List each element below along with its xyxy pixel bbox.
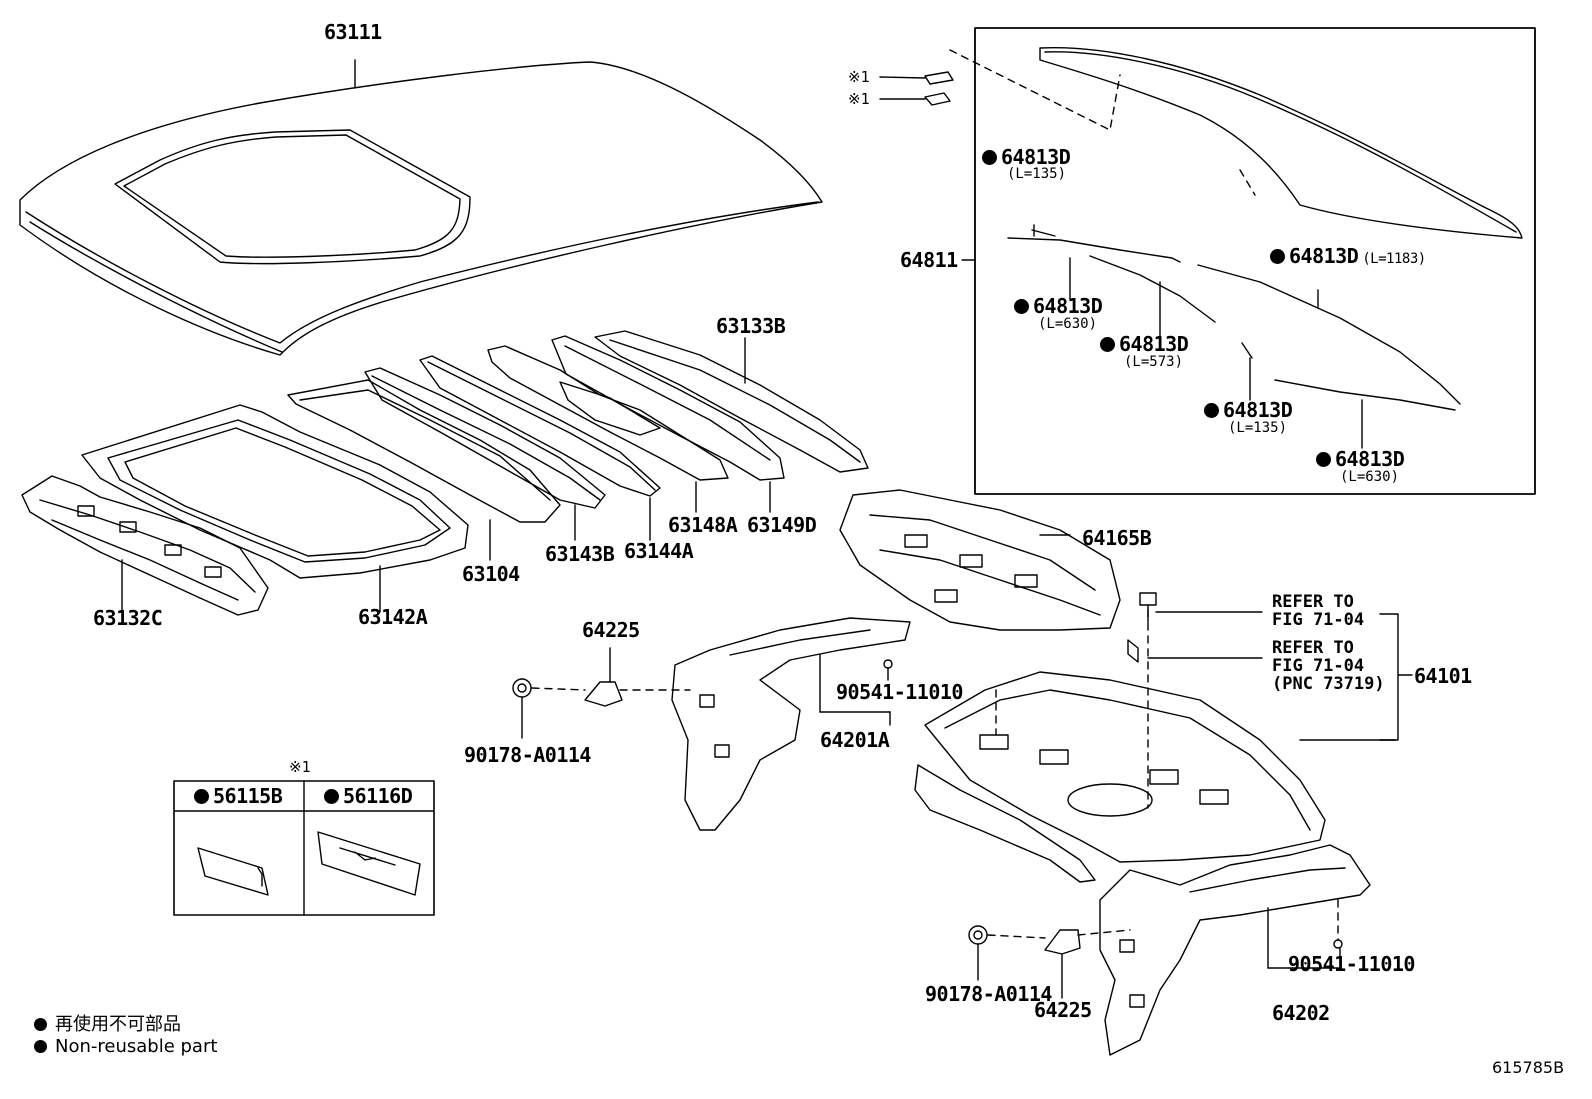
inset-col2-head: 56116D <box>324 786 413 806</box>
label-roof-bow-63144a: 63144A <box>624 539 694 563</box>
clip-note: ※1 <box>848 68 870 86</box>
inset-marker: ※1 <box>289 758 311 776</box>
non-reusable-dot-icon <box>34 1040 47 1053</box>
label-back-window: 64811 <box>900 248 958 272</box>
moulding-length: (L=573) <box>1124 354 1184 370</box>
bolt-and-clip <box>1127 592 1413 741</box>
back-window-inset <box>879 27 1536 495</box>
inset-col1-head: 56115B <box>194 786 283 806</box>
roof-panel <box>19 59 823 356</box>
figure-id: 615785B <box>1492 1058 1565 1077</box>
moulding-callout: 64813D <box>1014 296 1103 316</box>
moulding-length: (L=630) <box>1038 316 1098 332</box>
moulding-callout: 64813D <box>1204 400 1293 420</box>
rear-package-tray-panel <box>914 671 1396 883</box>
label-silencer: 64165B <box>1082 526 1152 550</box>
non-reusable-dot-icon <box>1204 403 1219 418</box>
non-reusable-dot-icon <box>324 789 339 804</box>
moulding-callout: 64813D <box>1316 449 1405 469</box>
legend-en: Non-reusable part <box>34 1036 217 1057</box>
clip-inset-table <box>173 780 435 916</box>
sunroof-reinforcement-frame <box>81 404 469 613</box>
label-upper-side-member: 64201A <box>820 728 890 752</box>
label-screw-lower: 90541-11010 <box>1288 952 1415 976</box>
label-roof-bow-63148a: 63148A <box>668 513 738 537</box>
leader-dashes <box>531 609 1339 941</box>
moulding-length: (L=630) <box>1340 469 1400 485</box>
moulding-length: (L=135) <box>1228 420 1288 436</box>
label-sunroof-frame: 63142A <box>358 605 428 629</box>
non-reusable-dot-icon <box>34 1018 47 1031</box>
label-bracket-upper: 64225 <box>582 618 640 642</box>
label-lower-side-member: 64202 <box>1272 1001 1330 1025</box>
package-tray-silencer <box>839 489 1121 631</box>
label-roof-bow-63133b: 63133B <box>716 314 786 338</box>
label-roof-panel: 63111 <box>324 20 382 44</box>
legend-jp: 再使用不可部品 <box>34 1010 181 1036</box>
label-roof-bow-63143b: 63143B <box>545 542 615 566</box>
non-reusable-dot-icon <box>1100 337 1115 352</box>
upper-side-member-lh <box>671 617 911 831</box>
lower-side-member-rh <box>1099 844 1371 1056</box>
non-reusable-dot-icon <box>982 150 997 165</box>
label-roof-bow-63104: 63104 <box>462 562 520 586</box>
front-header-panel <box>21 475 269 616</box>
brackets-and-nuts <box>512 647 1343 999</box>
clip-note: ※1 <box>848 90 870 108</box>
roof-bows <box>287 330 869 561</box>
label-nut-lower: 90178-A0114 <box>925 982 1052 1006</box>
label-front-header: 63132C <box>93 606 163 630</box>
label-nut-upper: 90178-A0114 <box>464 743 591 767</box>
label-bracket-lower: 64225 <box>1034 998 1092 1022</box>
non-reusable-dot-icon <box>1014 299 1029 314</box>
moulding-callout: 64813D(L=1183) <box>1270 246 1426 266</box>
non-reusable-dot-icon <box>1270 249 1285 264</box>
non-reusable-dot-icon <box>194 789 209 804</box>
moulding-callout: 64813D <box>1100 334 1189 354</box>
label-roof-bow-63149d: 63149D <box>747 513 817 537</box>
moulding-callout: 64813D <box>982 147 1071 167</box>
label-package-tray: 64101 <box>1414 664 1472 688</box>
moulding-length: (L=135) <box>1007 166 1067 182</box>
non-reusable-dot-icon <box>1316 452 1331 467</box>
label-screw-upper: 90541-11010 <box>836 680 963 704</box>
